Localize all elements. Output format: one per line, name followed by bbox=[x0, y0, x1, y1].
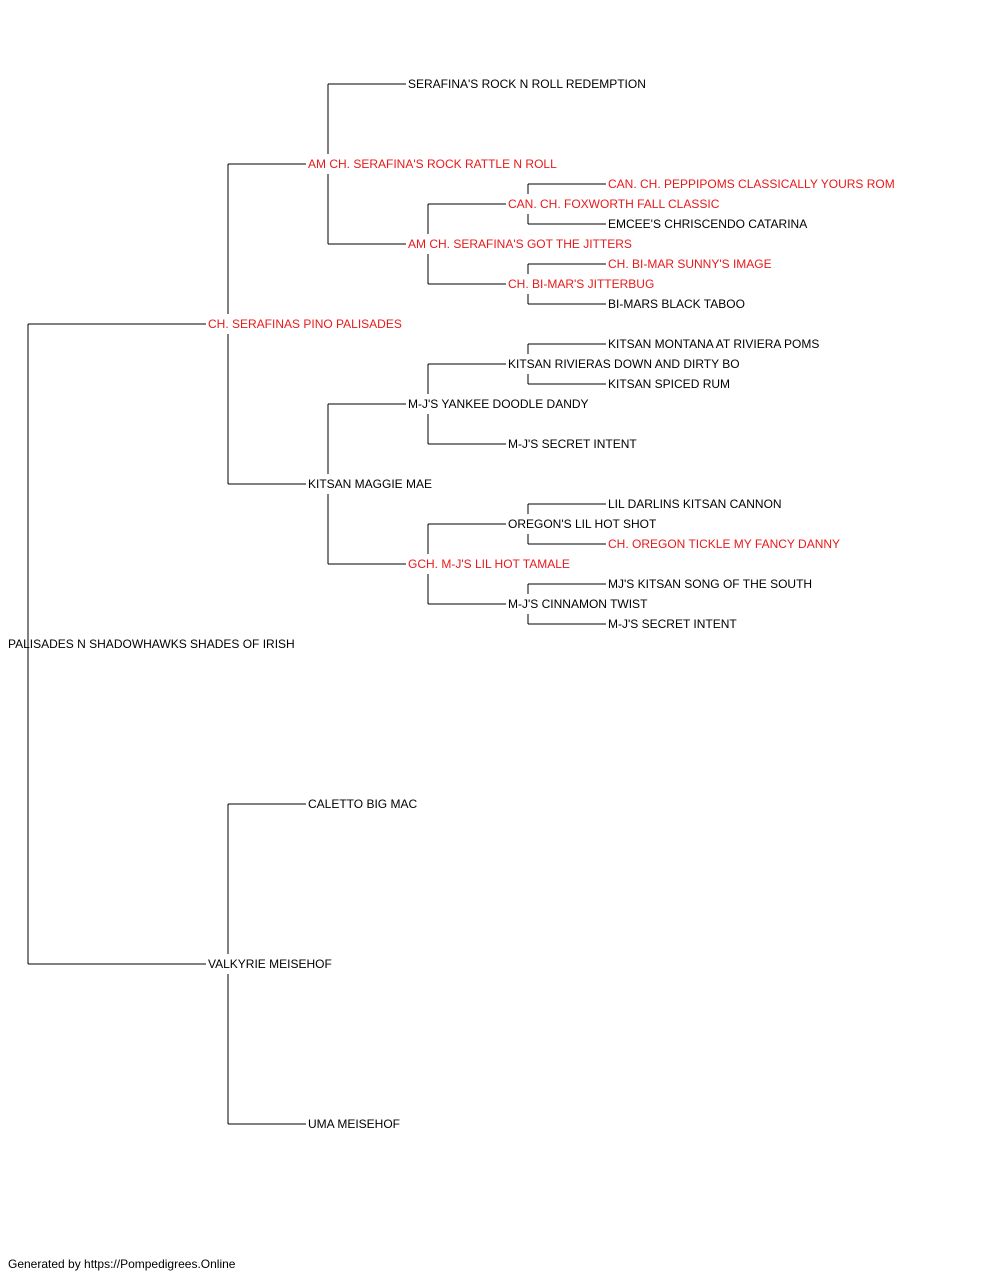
dog-name: KITSAN SPICED RUM bbox=[608, 377, 730, 391]
dog-name: CAN. CH. FOXWORTH FALL CLASSIC bbox=[508, 197, 720, 211]
dog-name: CALETTO BIG MAC bbox=[308, 797, 417, 811]
dog-name: PALISADES N SHADOWHAWKS SHADES OF IRISH bbox=[8, 637, 295, 651]
dog-name: CH. BI-MAR'S JITTERBUG bbox=[508, 277, 654, 291]
dog-name: MJ'S KITSAN SONG OF THE SOUTH bbox=[608, 577, 812, 591]
dog-name: KITSAN RIVIERAS DOWN AND DIRTY BO bbox=[508, 357, 740, 371]
dog-name: M-J'S SECRET INTENT bbox=[608, 617, 737, 631]
dog-name: CH. BI-MAR SUNNY'S IMAGE bbox=[608, 257, 772, 271]
dog-name: BI-MARS BLACK TABOO bbox=[608, 297, 745, 311]
dog-name: OREGON'S LIL HOT SHOT bbox=[508, 517, 657, 531]
dog-name: UMA MEISEHOF bbox=[308, 1117, 400, 1131]
dog-name: KITSAN MONTANA AT RIVIERA POMS bbox=[608, 337, 819, 351]
dog-name: GCH. M-J'S LIL HOT TAMALE bbox=[408, 557, 570, 571]
dog-name: AM CH. SERAFINA'S GOT THE JITTERS bbox=[408, 237, 632, 251]
dog-name: LIL DARLINS KITSAN CANNON bbox=[608, 497, 782, 511]
dog-name: CH. OREGON TICKLE MY FANCY DANNY bbox=[608, 537, 840, 551]
dog-name: CH. SERAFINAS PINO PALISADES bbox=[208, 317, 402, 331]
footer-credit: Generated by https://Pompedigrees.Online bbox=[8, 1257, 236, 1271]
dog-name: M-J'S SECRET INTENT bbox=[508, 437, 637, 451]
dog-name: CAN. CH. PEPPIPOMS CLASSICALLY YOURS ROM bbox=[608, 177, 895, 191]
dog-name: AM CH. SERAFINA'S ROCK RATTLE N ROLL bbox=[308, 157, 557, 171]
dog-name: SERAFINA'S ROCK N ROLL REDEMPTION bbox=[408, 77, 646, 91]
dog-name: EMCEE'S CHRISCENDO CATARINA bbox=[608, 217, 807, 231]
dog-name: M-J'S YANKEE DOODLE DANDY bbox=[408, 397, 589, 411]
dog-name: KITSAN MAGGIE MAE bbox=[308, 477, 432, 491]
dog-name: VALKYRIE MEISEHOF bbox=[208, 957, 332, 971]
dog-name: M-J'S CINNAMON TWIST bbox=[508, 597, 648, 611]
